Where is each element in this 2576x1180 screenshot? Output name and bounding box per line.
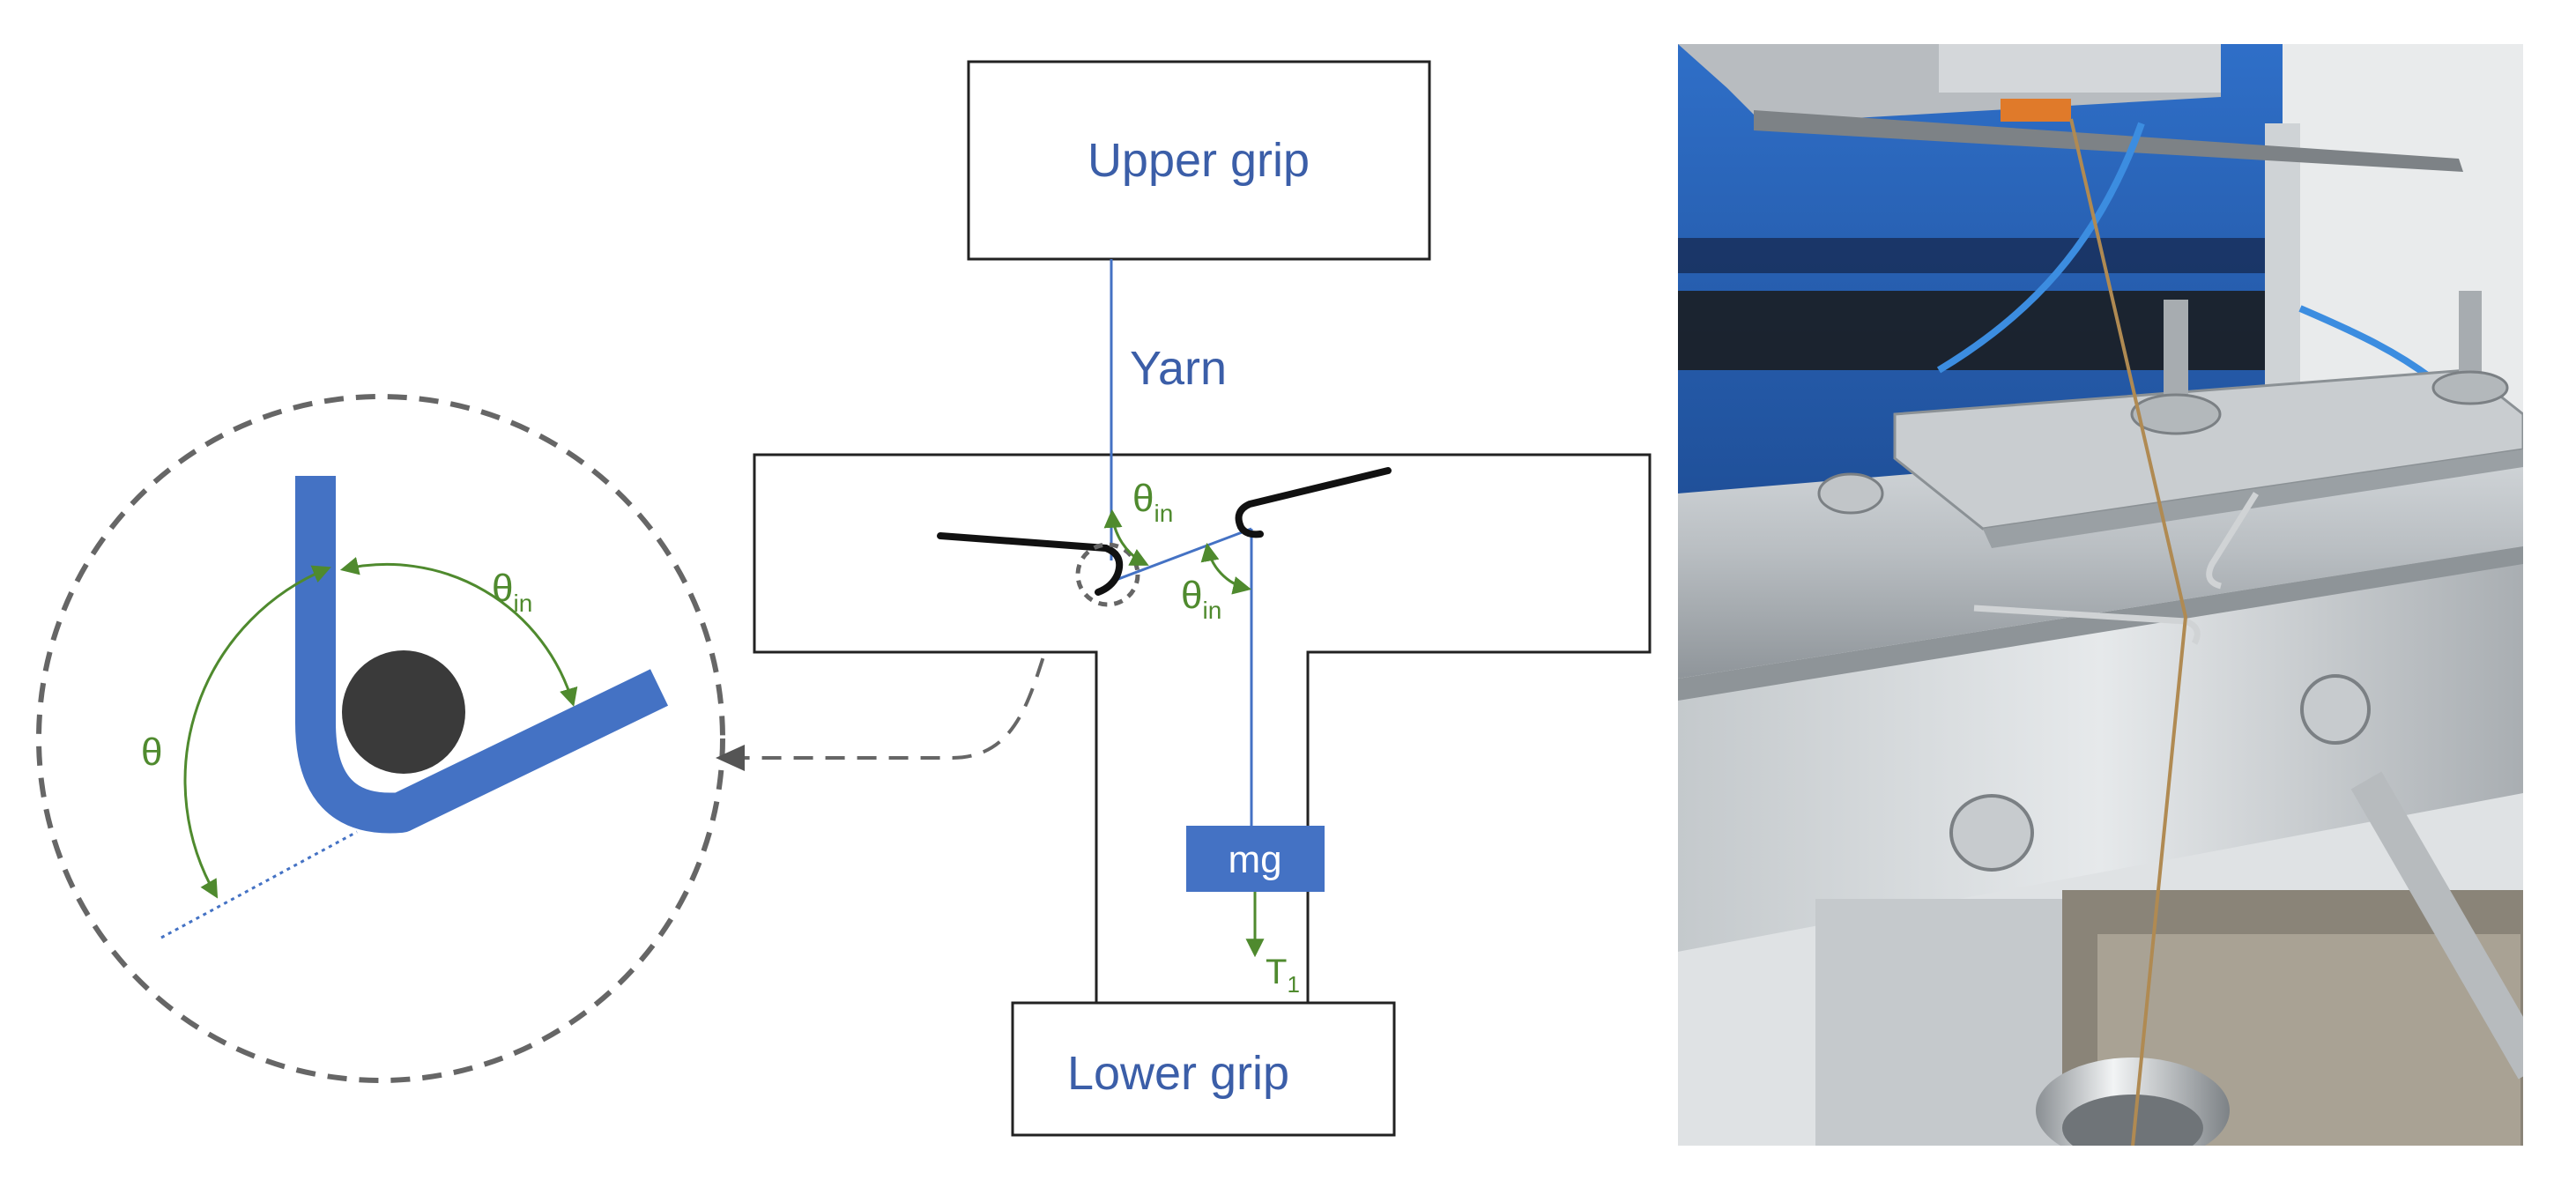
theta-in-arc bbox=[339, 557, 578, 708]
schematic: Upper grip Lower grip Yarn θin θin mg bbox=[753, 60, 1652, 1137]
mass-block bbox=[1186, 826, 1325, 892]
reference-line bbox=[160, 830, 358, 939]
mass-label: mg bbox=[1228, 838, 1281, 881]
upper-grip-box bbox=[967, 60, 1431, 261]
right-hook bbox=[1235, 467, 1392, 538]
lower-grip-box bbox=[1011, 1001, 1396, 1137]
theta-in-symbol-upper: θ bbox=[1132, 477, 1154, 520]
tension-symbol: T bbox=[1266, 953, 1287, 991]
theta-in-arc-lower bbox=[1200, 542, 1252, 595]
upper-grip-label: Upper grip bbox=[1088, 134, 1310, 187]
yarn-diagonal bbox=[1110, 527, 1252, 583]
theta-label: θ bbox=[141, 731, 162, 774]
theta-in-label-zoom: θin bbox=[492, 567, 532, 617]
theta-in-label-lower: θin bbox=[1181, 574, 1221, 624]
zoom-circle-outline bbox=[36, 394, 725, 1083]
pin-circle bbox=[342, 650, 465, 774]
zoom-detail: θ θin bbox=[36, 394, 725, 1083]
zoom-connector-arrowhead bbox=[716, 745, 745, 771]
apparatus-photo bbox=[1678, 44, 2523, 1146]
detail-marker-circle bbox=[1075, 542, 1140, 607]
theta-in-symbol: θ bbox=[492, 567, 513, 610]
tension-subscript: 1 bbox=[1287, 971, 1299, 998]
theta-in-subscript-upper: in bbox=[1154, 500, 1173, 527]
yarn-label: Yarn bbox=[1130, 342, 1227, 395]
theta-in-subscript-lower: in bbox=[1202, 597, 1221, 624]
theta-in-symbol-lower: θ bbox=[1181, 574, 1202, 617]
theta-in-label-upper: θin bbox=[1132, 477, 1173, 527]
theta-in-arc-upper bbox=[1103, 508, 1149, 566]
theta-in-subscript: in bbox=[513, 590, 532, 617]
tension-label: T1 bbox=[1266, 953, 1300, 998]
theta-arc bbox=[183, 565, 331, 899]
lower-grip-label: Lower grip bbox=[1067, 1047, 1289, 1100]
zoom-connector-arrow bbox=[736, 627, 1055, 760]
t-frame bbox=[753, 453, 1652, 1005]
yarn-bent-segment bbox=[295, 476, 669, 834]
